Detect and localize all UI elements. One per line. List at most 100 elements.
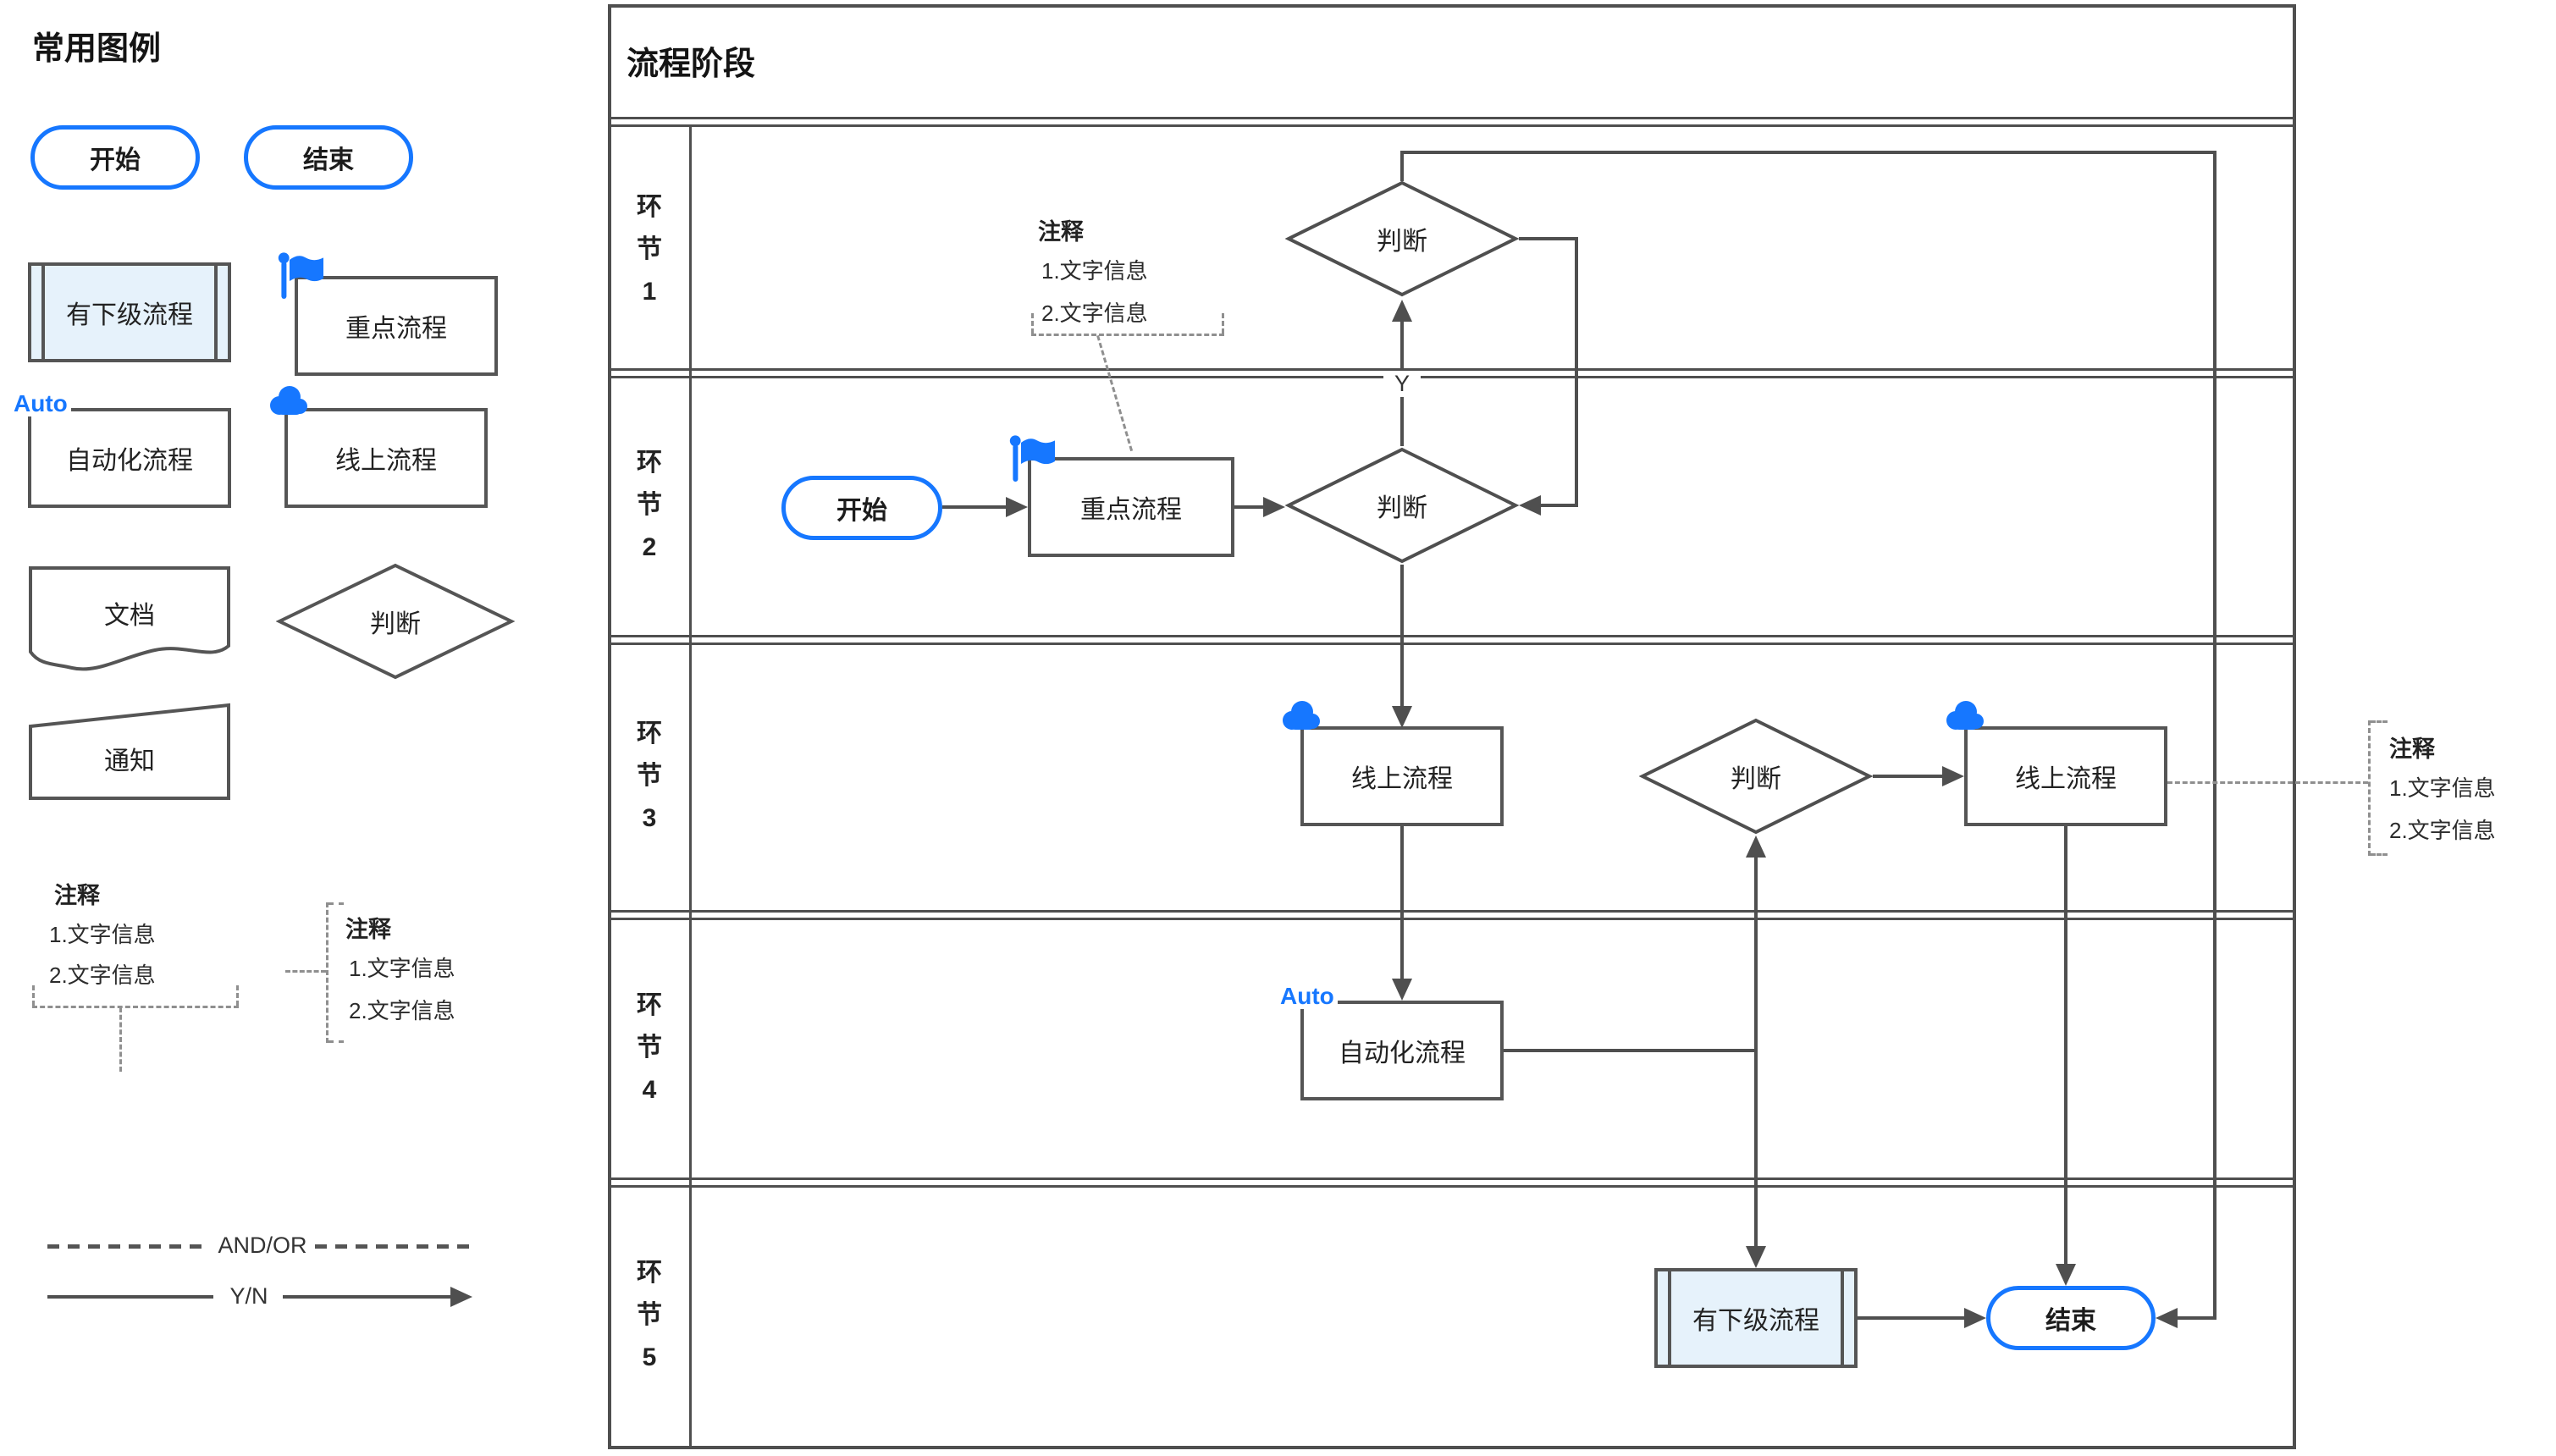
flow-auto-tag: Auto: [1277, 984, 1338, 1009]
flow-decision3-node[interactable]: 判断: [1639, 717, 1873, 836]
yn-label: Y/N: [229, 1283, 268, 1309]
comment-bracket-line: [2368, 720, 2371, 856]
lane-boundary: [611, 368, 2293, 378]
flow-online1-label: 线上流程: [1351, 765, 1453, 793]
flow-auto-process-node[interactable]: 自动化流程: [1300, 1001, 1504, 1100]
flow-auto-process-label: 自动化流程: [1339, 1040, 1466, 1067]
lane-boundary: [611, 910, 2293, 920]
edge-online2-end: [2064, 826, 2067, 1264]
cloud-icon: [1946, 701, 1984, 730]
legend-comment-a-item1: 1.文字信息: [49, 922, 156, 947]
panel-comment-item1: 1.文字信息: [1041, 258, 1148, 284]
comment-bracket-line: [1031, 334, 1224, 336]
flow-decision1-label: 判断: [1377, 228, 1427, 256]
flow-subprocess-node[interactable]: 有下级流程: [1654, 1268, 1858, 1368]
legend-notice-label: 通知: [104, 747, 155, 775]
edge-top-horizontal: [1400, 151, 2216, 154]
flow-decision2-node[interactable]: 判断: [1285, 446, 1519, 565]
arrowhead: [2156, 1308, 2178, 1328]
flow-key-process-node[interactable]: 重点流程: [1028, 457, 1234, 557]
comment-bracket-tick: [236, 985, 239, 1006]
lane-label-divider: [689, 127, 692, 1446]
lane-boundary: [611, 1177, 2293, 1188]
edge-right-feedback: [2213, 151, 2216, 1318]
edge-keyprocess-decision2: [1234, 505, 1267, 509]
arrowhead: [1006, 497, 1028, 517]
flow-start-node[interactable]: 开始: [781, 476, 942, 540]
subprocess-left-bar: [1668, 1271, 1671, 1365]
flow-online2-label: 线上流程: [2015, 765, 2117, 793]
edge-subprocess-end: [1858, 1316, 1964, 1320]
and-or-dashed-line: [47, 1244, 201, 1249]
edge-loop-vertical: [1575, 237, 1578, 505]
legend-comment-a-item2: 2.文字信息: [49, 962, 156, 988]
yn-line: [47, 1295, 213, 1299]
legend-end-shape[interactable]: 结束: [244, 125, 413, 190]
panel-title: 流程阶段: [627, 47, 756, 82]
edge-decision2-online1: [1400, 565, 1404, 706]
arrowhead: [1392, 979, 1412, 1001]
comment-bracket-tick: [328, 902, 344, 905]
flow-online2-node[interactable]: 线上流程: [1964, 726, 2167, 826]
legend-document-label: 文档: [104, 602, 155, 630]
legend-document-shape[interactable]: 文档: [28, 565, 231, 672]
legend-subprocess-label: 有下级流程: [66, 301, 193, 329]
flow-subprocess-label: 有下级流程: [1692, 1307, 1819, 1335]
legend-title: 常用图例: [32, 31, 162, 67]
yn-line: [283, 1295, 450, 1299]
comment-bracket-line: [326, 902, 328, 1043]
edge-decision3-online2: [1873, 775, 1944, 778]
legend-online-process-shape[interactable]: 线上流程: [284, 408, 488, 508]
comment-bracket-tick: [328, 1040, 344, 1043]
legend-decision-label: 判断: [370, 610, 421, 638]
arrowhead: [1746, 1246, 1766, 1268]
edge-start-keyprocess: [942, 505, 1008, 509]
title-separator: [611, 117, 2293, 127]
legend-auto-process-shape[interactable]: 自动化流程: [28, 408, 231, 508]
legend-auto-process-label: 自动化流程: [66, 447, 193, 475]
legend-subprocess-shape[interactable]: 有下级流程: [28, 262, 231, 362]
comment-connector-line: [285, 970, 326, 973]
flag-icon: [1009, 435, 1055, 482]
legend-comment-b-item1: 1.文字信息: [349, 956, 455, 981]
lane-boundary: [611, 635, 2293, 645]
flow-online1-node[interactable]: 线上流程: [1300, 726, 1504, 826]
legend-key-process-label: 重点流程: [345, 315, 447, 343]
yn-arrowhead: [450, 1287, 472, 1307]
arrowhead: [1746, 836, 1766, 858]
edge-auto-junction: [1504, 1049, 1758, 1052]
comment-bracket-tick: [1222, 313, 1224, 334]
flow-decision1-node[interactable]: 判断: [1285, 179, 1519, 298]
edge-decision1-right: [1519, 237, 1578, 240]
and-or-dashed-line: [315, 1244, 472, 1249]
legend-decision-shape[interactable]: 判断: [276, 562, 515, 681]
right-comment-item2: 2.文字信息: [2389, 818, 2496, 843]
comment-bracket-line: [32, 1006, 239, 1008]
flow-key-process-label: 重点流程: [1080, 496, 1182, 524]
subprocess-right-bar: [214, 266, 218, 359]
legend-auto-tag: Auto: [10, 391, 71, 416]
legend-comment-b-item2: 2.文字信息: [349, 998, 455, 1023]
comment-bracket-tick: [2371, 853, 2388, 856]
panel-comment-title: 注释: [1038, 219, 1084, 245]
arrowhead: [1942, 766, 1964, 786]
arrowhead: [1392, 706, 1412, 728]
legend-notice-shape[interactable]: 通知: [28, 703, 231, 801]
legend-comment-a-title: 注释: [54, 883, 100, 908]
right-comment-item1: 1.文字信息: [2389, 775, 2496, 801]
panel-comment-item2: 2.文字信息: [1041, 301, 1148, 326]
legend-online-process-label: 线上流程: [335, 447, 437, 475]
flow-end-node[interactable]: 结束: [1986, 1286, 2156, 1350]
comment-bracket-tick: [1031, 313, 1034, 334]
legend-start-shape[interactable]: 开始: [30, 125, 200, 190]
edge-label-y: Y: [1383, 371, 1421, 397]
and-or-label: AND/OR: [218, 1233, 307, 1258]
cloud-icon: [1283, 701, 1320, 730]
arrowhead: [1964, 1308, 1986, 1328]
legend-key-process-shape[interactable]: 重点流程: [295, 276, 498, 376]
comment-bracket-tick: [2371, 720, 2388, 723]
